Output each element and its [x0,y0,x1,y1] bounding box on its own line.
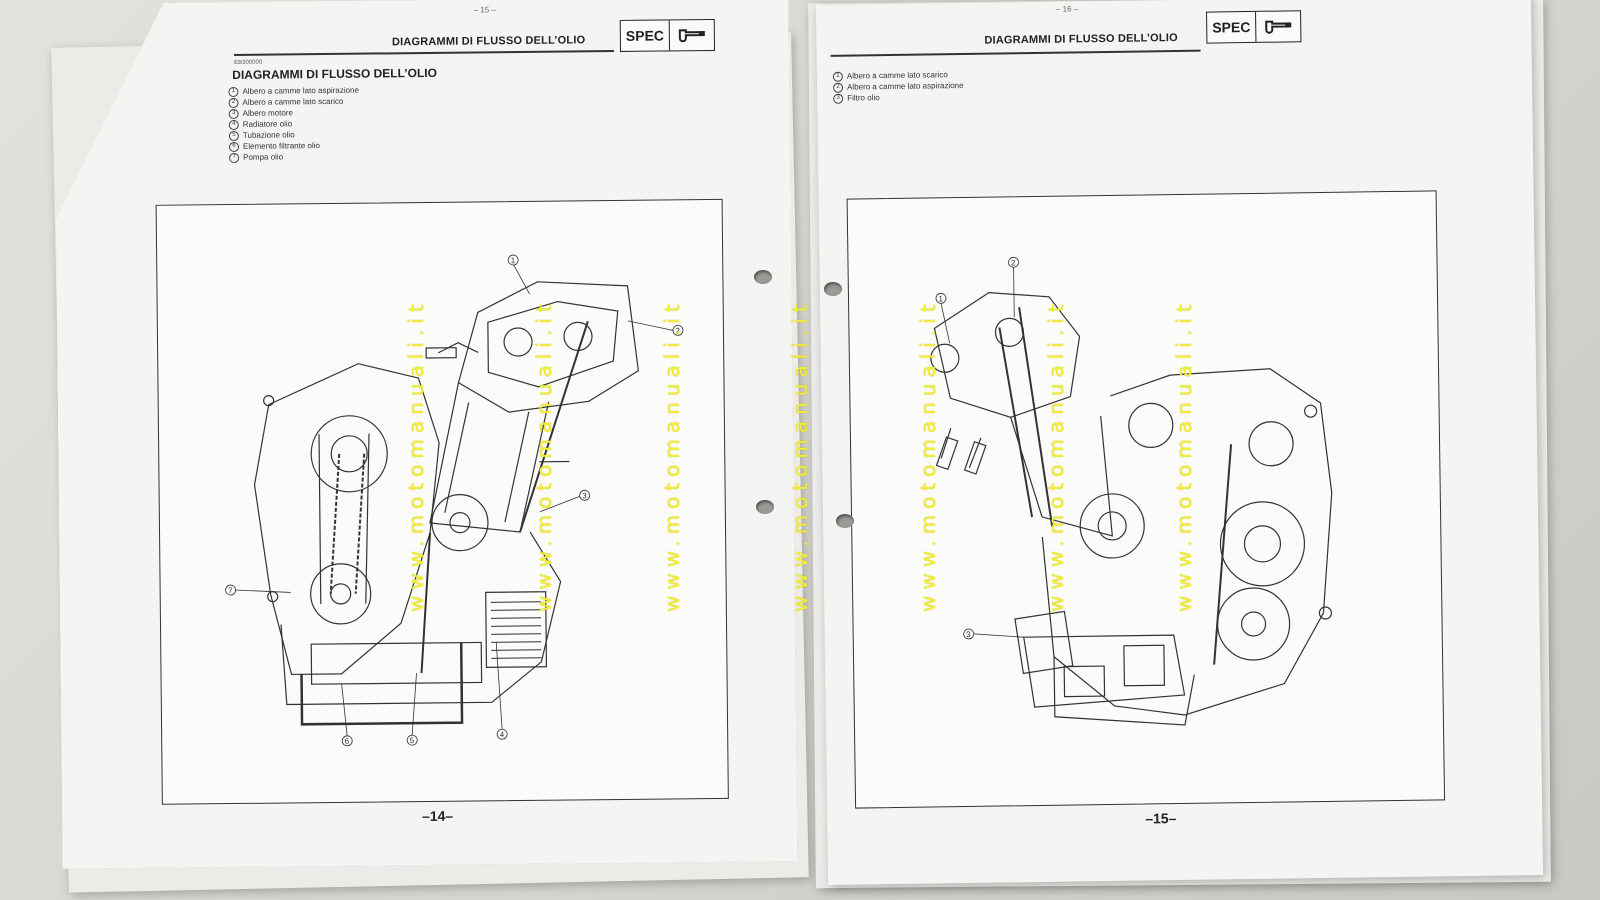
watermark: www.motomanuali.it [660,298,684,612]
watermark: www.motomanuali.it [532,298,556,612]
right-page-number: –15– [1145,810,1177,827]
punch-hole [824,282,842,296]
watermark: www.motomanuali.it [916,298,940,612]
right-page: – 16 – DIAGRAMMI DI FLUSSO DELL’OLIO SPE… [815,0,1544,885]
punch-hole [756,500,774,514]
watermark: www.motomanuali.it [1172,298,1196,612]
callout-4: 4 [500,730,505,739]
callout-6: 6 [345,737,350,746]
watermark: www.motomanuali.it [1044,298,1068,612]
right-spec-label: SPEC [1207,11,1257,43]
left-page-number: –14– [421,807,454,825]
engine-front-diagram: 1 2 3 [930,256,1333,726]
right-engine-figure: 1 2 3 [846,190,1446,809]
engine-side-diagram: 1 2 3 4 5 6 7 [157,200,728,804]
left-ref-code: EB300000 [234,59,263,66]
callout-3: 3 [966,630,971,639]
right-header-title: DIAGRAMMI DI FLUSSO DELL’OLIO [984,31,1178,47]
punch-hole [754,270,772,284]
callout-1: 1 [938,294,943,303]
left-top-page-label: – 15 – [473,5,496,15]
watermark: www.motomanuali.it [404,298,428,612]
callout-1: 1 [511,256,516,265]
spec-wrench-icon [670,20,714,50]
right-header-rule [830,49,1201,57]
punch-hole [836,514,854,528]
callout-3: 3 [582,491,587,500]
spec-wrench-icon [1256,11,1300,42]
callout-7: 7 [228,586,233,595]
left-spec-label: SPEC [621,20,670,51]
callout-2: 2 [675,326,680,335]
watermark: www.motomanuali.it [788,298,812,612]
right-spec-box: SPEC [1206,10,1302,44]
left-header-rule [234,50,614,55]
left-page: – 15 – DIAGRAMMI DI FLUSSO DELL’OLIO SPE… [53,0,797,869]
left-header-title: DIAGRAMMI DI FLUSSO DELL’OLIO [391,34,586,49]
callout-5: 5 [410,736,415,745]
left-spec-box: SPEC [620,19,715,52]
left-engine-figure: 1 2 3 4 5 6 7 [156,199,729,805]
right-top-page-label: – 16 – [1055,4,1079,14]
left-section-title: DIAGRAMMI DI FLUSSO DELL’OLIO [232,65,437,83]
callout-2: 2 [1011,258,1016,267]
